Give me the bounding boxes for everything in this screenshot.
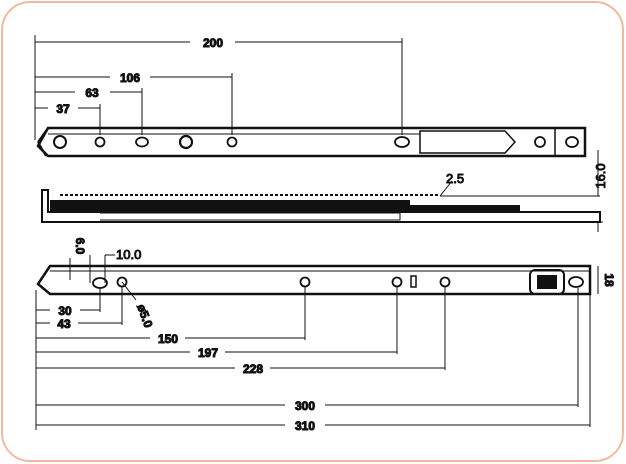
bottom-view: [35, 254, 599, 430]
dim-width: 18: [602, 273, 616, 287]
dim-106: 106: [120, 71, 140, 85]
dim-150: 150: [158, 332, 178, 346]
hole: [565, 136, 579, 148]
dim-310: 310: [295, 419, 315, 433]
dim-37: 37: [56, 102, 70, 116]
hole: [226, 136, 238, 148]
dim-6: 6.0: [73, 238, 87, 255]
top-bar-outline: [36, 126, 587, 158]
dim-height: 16.0: [593, 163, 608, 188]
hole: [394, 136, 410, 148]
dim-300: 300: [295, 399, 315, 413]
hole: [299, 276, 311, 288]
dim-thickness: 2.5: [446, 171, 464, 186]
hole: [94, 136, 106, 148]
hole: [391, 276, 403, 288]
dim-10: 10.0: [116, 247, 141, 262]
side-view: [41, 150, 603, 232]
hole: [116, 276, 128, 288]
hole: [135, 136, 149, 148]
top-view: 200 106 63 37: [34, 35, 587, 158]
latch: [529, 269, 565, 295]
hole: [53, 135, 67, 149]
hole: [568, 276, 584, 288]
dim-200: 200: [203, 36, 223, 50]
dim-63: 63: [85, 86, 99, 100]
slot: [410, 275, 417, 288]
dim-197: 197: [198, 346, 218, 360]
dim-hole: ø5.0: [134, 302, 155, 330]
dim-43: 43: [57, 317, 71, 331]
hole: [439, 276, 451, 288]
hole: [178, 134, 194, 150]
dim-30: 30: [58, 304, 72, 318]
hole: [534, 136, 546, 148]
dim-228: 228: [243, 362, 263, 376]
